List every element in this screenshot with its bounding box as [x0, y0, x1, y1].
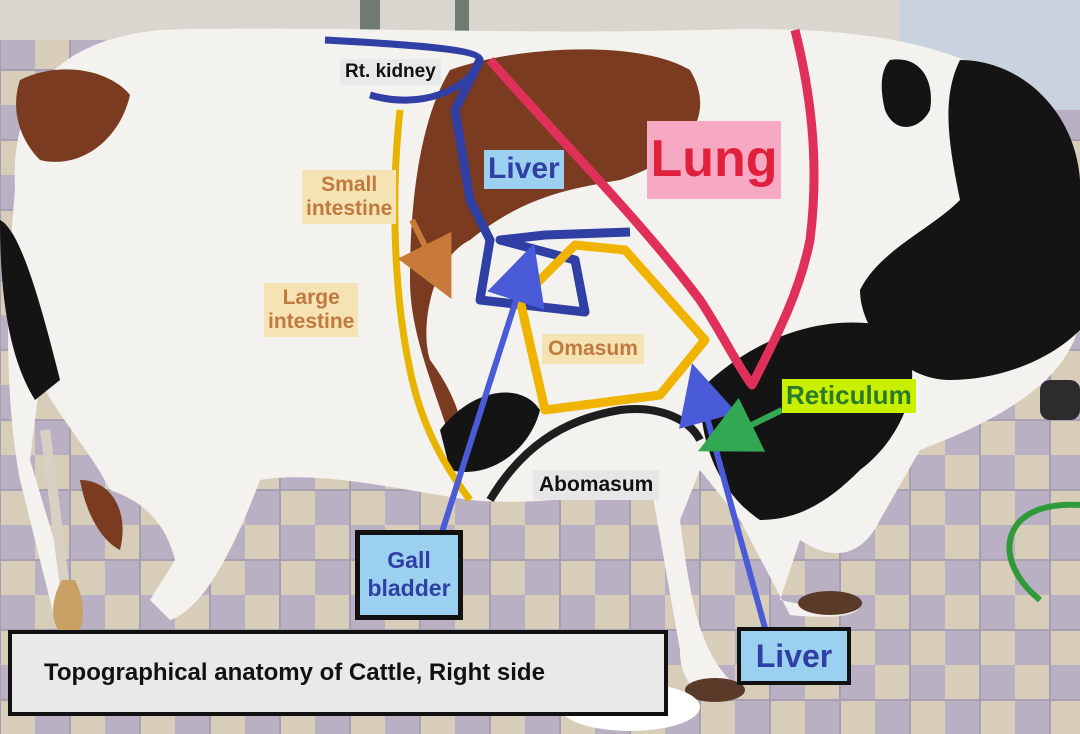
- label-liver-upper: Liver: [484, 150, 564, 189]
- label-large-intestine-line2: intestine: [268, 310, 355, 334]
- label-small-intestine: Small intestine: [302, 170, 397, 225]
- label-liver-lower-text: Liver: [755, 637, 833, 674]
- label-rt-kidney-text: Rt. kidney: [345, 61, 436, 82]
- label-abomasum-text: Abomasum: [539, 473, 654, 496]
- reticulum-arrow: [698, 397, 784, 452]
- kidney-strap: [324, 36, 484, 104]
- green-rope: [1006, 501, 1080, 603]
- label-small-intestine-line1: Small: [321, 173, 378, 196]
- label-abomasum: Abomasum: [533, 470, 660, 501]
- label-lung-text: Lung: [650, 130, 778, 189]
- label-lung: Lung: [647, 121, 781, 199]
- label-liver-upper-text: Liver: [488, 152, 560, 185]
- label-small-intestine-line2: intestine: [306, 197, 393, 221]
- label-omasum-text: Omasum: [548, 337, 638, 360]
- caption-text: Topographical anatomy of Cattle, Right s…: [44, 659, 545, 686]
- label-rt-kidney: Rt. kidney: [340, 59, 441, 85]
- label-gall-bladder-line2: bladder: [367, 575, 451, 601]
- lung-outline: [486, 28, 819, 390]
- label-large-intestine: Large intestine: [264, 283, 359, 338]
- small-intestine-arrow: [397, 218, 452, 299]
- label-large-intestine-line1: Large: [282, 286, 340, 309]
- label-gall-bladder: Gall bladder: [355, 530, 463, 620]
- label-omasum: Omasum: [542, 334, 644, 365]
- gall-bladder-arrow: [439, 243, 545, 533]
- label-reticulum: Reticulum: [782, 379, 916, 413]
- caption-box: Topographical anatomy of Cattle, Right s…: [8, 630, 668, 716]
- label-reticulum-text: Reticulum: [786, 380, 912, 410]
- label-gall-bladder-line1: Gall: [387, 547, 431, 574]
- label-liver-lower: Liver: [737, 627, 851, 685]
